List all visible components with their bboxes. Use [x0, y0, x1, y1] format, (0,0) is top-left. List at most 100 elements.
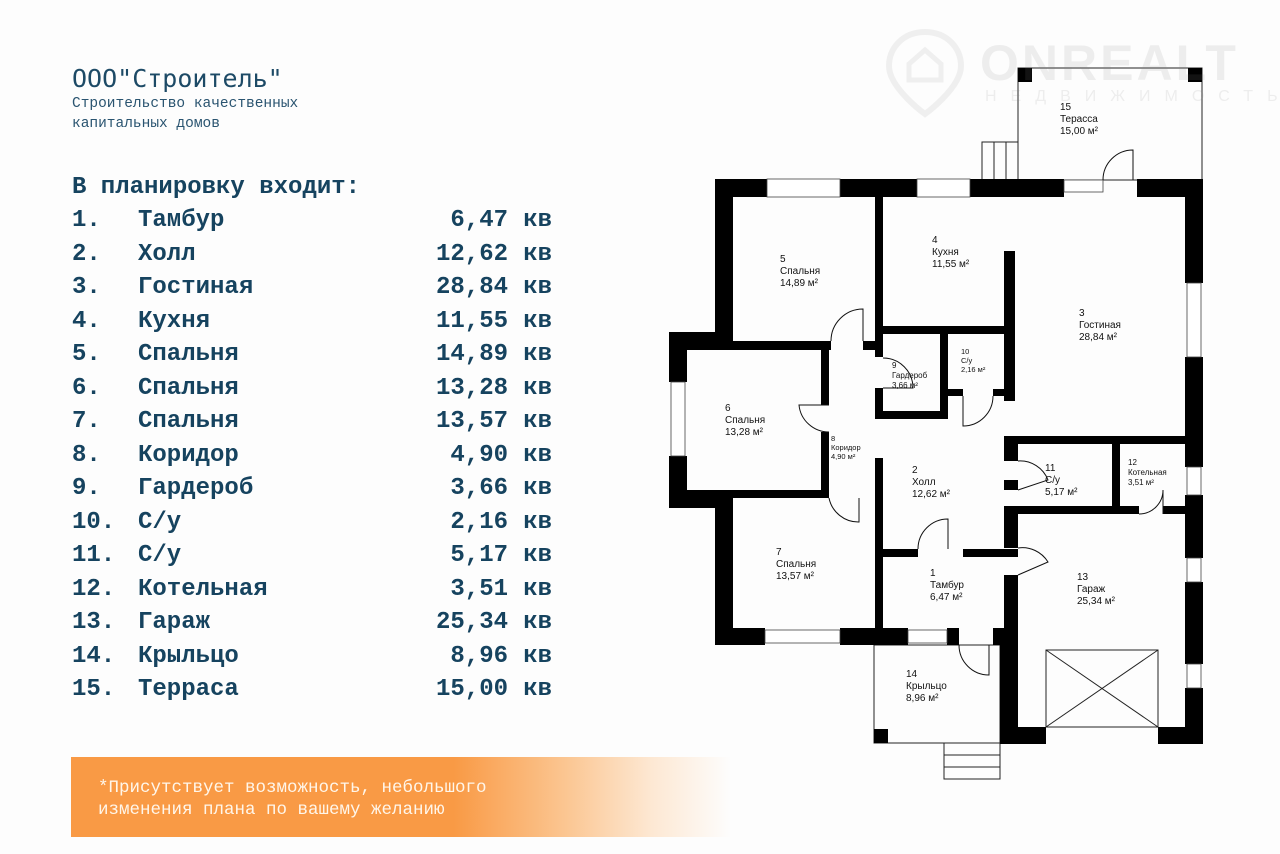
company-header: ООО"Строитель" Строительство качественны…	[72, 64, 298, 134]
windows	[670, 178, 1202, 689]
svg-text:11,55 м²: 11,55 м²	[932, 259, 970, 270]
room-area-unit: кв	[523, 542, 552, 569]
room-area-unit: кв	[523, 240, 552, 268]
room-label-7: 7 Спальня 13,57 м²	[776, 547, 816, 582]
room-label-6: 6 Спальня 13,28 м²	[725, 403, 765, 438]
room-area: 11,55	[435, 307, 508, 335]
room-area: 12,62	[435, 240, 508, 268]
room-name: Тамбур	[138, 207, 225, 234]
room-name: Кухня	[138, 307, 211, 335]
room-label-12: 12 Котельная 3,51 м²	[1128, 458, 1167, 487]
svg-text:Гардероб: Гардероб	[892, 371, 928, 380]
room-area: 14,89	[435, 341, 508, 368]
room-area-unit: кв	[523, 508, 552, 536]
room-list-item: 10. С/у 2,16 кв	[72, 506, 552, 540]
room-name: Холл	[138, 240, 196, 268]
room-area-unit: кв	[523, 408, 552, 435]
note-line-1: *Присутствует возможность, небольшого	[98, 778, 487, 798]
room-number: 10.	[72, 508, 116, 536]
svg-text:5,17 м²: 5,17 м²	[1045, 487, 1078, 498]
company-tagline-1: Строительство качественных	[72, 96, 299, 112]
room-area: 28,84	[435, 274, 508, 301]
room-label-1: 1 Тамбур 6,47 м²	[930, 568, 964, 603]
svg-text:9: 9	[892, 361, 897, 370]
svg-text:6: 6	[725, 403, 731, 414]
room-list-item: 6. Спальня 13,28 кв	[72, 372, 552, 406]
svg-text:Коридор: Коридор	[831, 443, 861, 452]
room-area: 4,90	[450, 441, 508, 469]
svg-text:3,51 м²: 3,51 м²	[1128, 478, 1154, 487]
svg-text:Гостиная: Гостиная	[1079, 320, 1121, 331]
room-name: Спальня	[138, 374, 239, 402]
room-area: 3,66	[450, 475, 508, 502]
svg-text:Спальня: Спальня	[780, 266, 820, 277]
room-area-unit: кв	[523, 676, 552, 703]
room-area: 25,34	[435, 609, 508, 636]
svg-text:15: 15	[1060, 102, 1072, 113]
room-label-11: 11 С/у 5,17 м²	[1045, 463, 1078, 498]
svg-text:Крыльцо: Крыльцо	[906, 681, 947, 692]
room-area: 2,16	[450, 508, 508, 536]
room-area: 13,28	[435, 374, 508, 402]
note-banner: *Присутствует возможность, небольшого из…	[71, 757, 731, 837]
room-area-unit: кв	[523, 642, 552, 670]
svg-text:15,00 м²: 15,00 м²	[1060, 126, 1099, 137]
room-area: 13,57	[435, 408, 508, 435]
room-name: С/у	[138, 508, 182, 536]
svg-text:3,66 м²: 3,66 м²	[892, 381, 918, 390]
svg-text:Холл: Холл	[912, 477, 936, 488]
room-area-unit: кв	[523, 374, 552, 402]
svg-text:4: 4	[932, 235, 938, 246]
room-area-unit: кв	[523, 207, 552, 234]
note-line-2: изменения плана по вашему желанию	[98, 800, 445, 820]
room-number: 5.	[72, 341, 101, 368]
room-area-unit: кв	[523, 341, 552, 368]
svg-text:13: 13	[1077, 572, 1089, 583]
room-number: 8.	[72, 441, 101, 469]
svg-text:13,28 м²: 13,28 м²	[725, 427, 764, 438]
room-area-unit: кв	[523, 475, 552, 502]
room-number: 3.	[72, 274, 101, 301]
svg-text:11: 11	[1045, 463, 1056, 474]
room-label-4: 4 Кухня 11,55 м²	[932, 235, 970, 270]
room-area: 15,00	[435, 676, 508, 703]
room-number: 11.	[72, 542, 116, 569]
svg-text:6,47 м²: 6,47 м²	[930, 592, 963, 603]
doors	[798, 149, 1164, 676]
room-name: Коридор	[138, 441, 239, 469]
svg-text:Тамбур: Тамбур	[930, 579, 964, 591]
room-number: 12.	[72, 575, 116, 603]
room-label-3: 3 Гостиная 28,84 м²	[1079, 308, 1121, 343]
room-name: Спальня	[138, 341, 239, 368]
room-area-unit: кв	[523, 609, 552, 636]
room-area-unit: кв	[523, 274, 552, 301]
room-number: 7.	[72, 408, 101, 435]
room-number: 4.	[72, 307, 101, 335]
room-name: Котельная	[138, 575, 268, 603]
room-name: Терраса	[138, 676, 239, 703]
company-name: ООО"Строитель"	[72, 64, 283, 93]
svg-text:2: 2	[912, 465, 918, 476]
room-number: 14.	[72, 642, 116, 670]
svg-text:10: 10	[961, 347, 969, 356]
room-label-14: 14 Крыльцо 8,96 м²	[906, 669, 947, 704]
room-area-unit: кв	[523, 307, 552, 335]
room-name: Крыльцо	[138, 642, 239, 670]
room-name: Гараж	[138, 609, 211, 636]
svg-text:7: 7	[776, 547, 782, 558]
room-number: 6.	[72, 374, 101, 402]
terrace-outline	[981, 67, 1203, 181]
svg-text:14,89 м²: 14,89 м²	[780, 278, 819, 289]
exterior-walls	[669, 179, 1203, 744]
room-area: 3,51	[450, 575, 508, 603]
porch-outline	[873, 644, 1001, 780]
